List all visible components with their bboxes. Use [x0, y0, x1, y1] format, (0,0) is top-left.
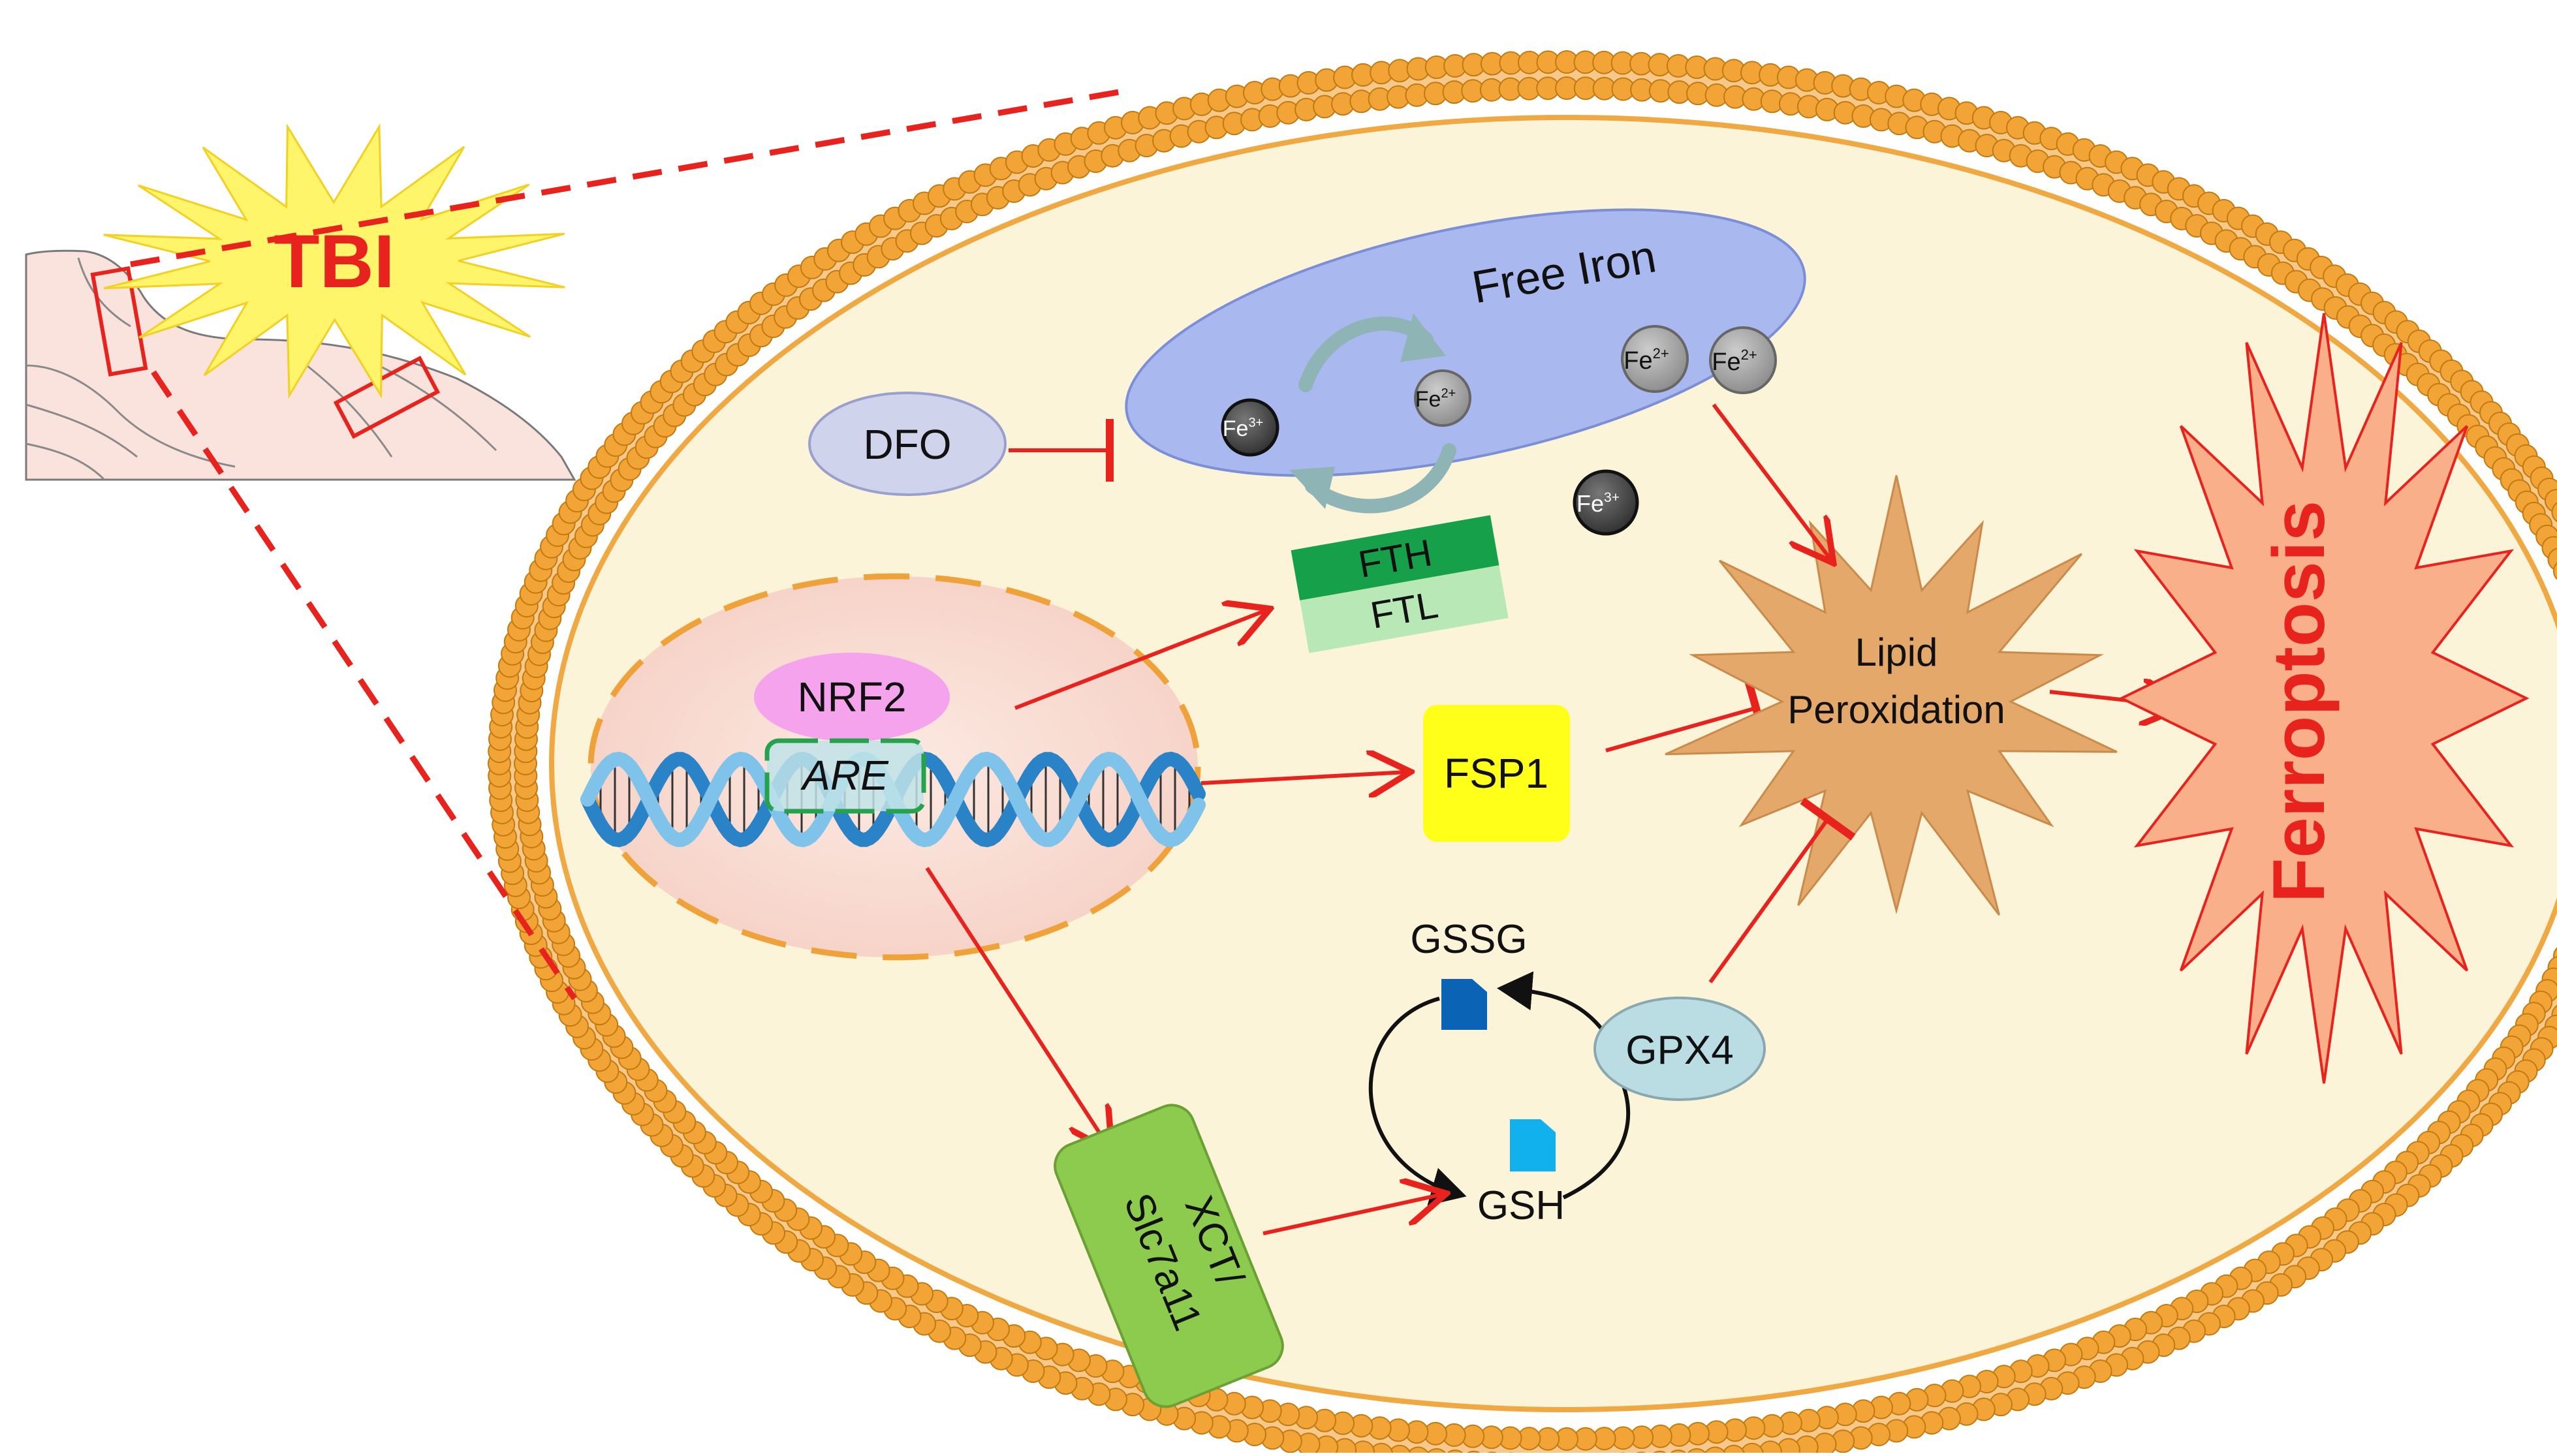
fsp1-node: FSP1 [1423, 705, 1570, 842]
lipid-peroxidation-label-line1: Lipid [1855, 630, 1938, 674]
fe3-ion-pool: Fe3+ [1223, 400, 1278, 455]
lipid-peroxidation-label-line2: Peroxidation [1787, 688, 2005, 732]
gsh-label: GSH [1477, 1183, 1565, 1228]
fe2-ion-free-2: Fe2+ [1710, 328, 1776, 393]
fe2-ion-pool: Fe2+ [1415, 371, 1470, 426]
fsp1-label: FSP1 [1444, 750, 1548, 797]
nrf2-node: NRF2 [754, 653, 950, 741]
ferroptosis-burst: Ferroptosis [2122, 313, 2526, 1083]
ferroptosis-label: Ferroptosis [2258, 501, 2340, 903]
gssg-label: GSSG [1410, 917, 1527, 962]
fe2-ion-free-1: Fe2+ [1622, 326, 1687, 392]
nrf2-label: NRF2 [797, 674, 906, 720]
are-label: ARE [800, 752, 889, 799]
tbi-label: TBI [274, 220, 394, 303]
gsh-block [1510, 1119, 1556, 1171]
dfo-node: DFO [809, 393, 1005, 495]
are-element: ARE [767, 741, 924, 811]
fe3-ion-free: Fe3+ [1575, 471, 1637, 534]
gpx4-node: GPX4 [1595, 998, 1765, 1100]
gpx4-label: GPX4 [1625, 1028, 1733, 1073]
gssg-block [1441, 979, 1487, 1030]
dfo-label: DFO [863, 421, 951, 468]
